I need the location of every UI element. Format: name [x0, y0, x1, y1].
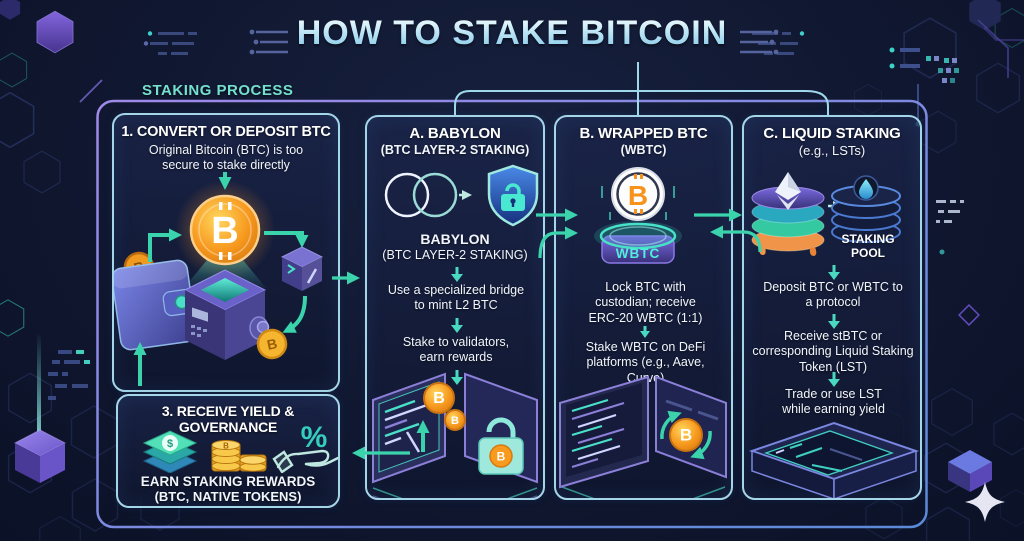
option-box-wrapped: B. WRAPPED BTC (WBTC) B WBTC Lock BTC wi…	[554, 115, 733, 500]
code-panel	[559, 375, 649, 489]
yield-icons: $ B %	[142, 421, 338, 473]
convert-heading: 1. CONVERT OR DEPOSIT BTC	[121, 124, 331, 140]
down-arrow-icon	[451, 267, 463, 282]
convert-illustration: B	[114, 172, 324, 386]
btc-symbol: B	[211, 210, 238, 252]
down-arrow-icon	[828, 314, 840, 329]
babylon-icons	[384, 164, 539, 227]
babylon-subheading: (BTC LAYER-2 STAKING)	[380, 143, 530, 157]
liquid-step3: Trade or use LST while earning yield	[782, 387, 885, 417]
btc-symbol: B	[680, 426, 692, 445]
lst-stack-icon	[751, 172, 825, 256]
down-arrow-icon	[451, 318, 463, 333]
coin-stack-icon: B	[211, 440, 267, 472]
wrapped-step1: Lock BTC with custodian; receive ERC-20 …	[588, 280, 703, 325]
wbtc-label: WBTC	[616, 246, 661, 261]
section-label: STAKING PROCESS	[142, 82, 294, 99]
title-bar: HOW TO STAKE BITCOIN	[0, 14, 1024, 53]
btc-symbol: B	[451, 415, 459, 427]
option-box-liquid: C. LIQUID STAKING (e.g., LSTs)	[742, 115, 922, 500]
btc-symbol: B	[223, 442, 229, 451]
step-box-convert: 1. CONVERT OR DEPOSIT BTC Original Bitco…	[112, 113, 340, 392]
cube-decor-bottom-left	[13, 332, 67, 483]
btc-symbol: B	[497, 450, 506, 464]
down-arrow-icon	[828, 372, 840, 387]
babylon-step1: Use a specialized bridge to mint L2 BTC	[387, 283, 525, 313]
dollar-symbol: $	[167, 438, 173, 450]
reward-line2: (BTC, NATIVE TOKENS)	[154, 489, 302, 504]
wbtc-coin-icon: B	[611, 167, 665, 221]
circuit-flank-left-icon	[249, 29, 288, 55]
liquid-step2: Receive stBTC or corresponding Liquid St…	[752, 329, 914, 374]
babylon-bottom-illustration: B B B	[372, 372, 538, 498]
sparkle-icon	[965, 482, 1005, 522]
down-arrow-icon	[640, 326, 650, 338]
options-bracket	[454, 62, 829, 117]
liquid-heading: C. LIQUID STAKING	[763, 125, 901, 142]
babylon-label-sub: (BTC LAYER-2 STAKING)	[382, 248, 528, 262]
btc-symbol: B	[433, 390, 445, 407]
cash-stack-icon: $	[142, 430, 198, 473]
contract-cube-icon	[280, 246, 324, 291]
reward-line1: EARN STAKING REWARDS	[140, 474, 316, 489]
percent-symbol: %	[301, 421, 328, 454]
wrapped-subheading: (WBTC)	[620, 143, 667, 157]
circuit-flank-right-icon	[740, 29, 779, 55]
token-circles-icon	[384, 172, 458, 218]
down-arrow-icon	[828, 265, 840, 280]
percent-hand-icon: %	[272, 421, 338, 473]
babylon-step2: Stake to validators, earn rewards	[402, 335, 510, 365]
wrapped-bottom-illustration: B	[559, 375, 727, 498]
wbtc-pedestal-icon: B WBTC	[594, 167, 682, 264]
step-box-yield: 3. RECEIVE YIELD & GOVERNANCE $ B	[116, 394, 340, 508]
cube-decor-bottom-right	[948, 450, 992, 492]
liquid-bottom-illustration	[748, 421, 920, 498]
babylon-heading: A. BABYLON	[409, 125, 501, 142]
wrapped-heading: B. WRAPPED BTC	[579, 125, 708, 142]
page-title: HOW TO STAKE BITCOIN	[0, 14, 1024, 53]
shield-lock-icon	[487, 164, 539, 227]
staking-pool-label: STAKING POOL	[841, 232, 895, 260]
server-slab	[748, 421, 920, 498]
btc-symbol: B	[628, 180, 648, 211]
babylon-label: BABYLON	[420, 231, 490, 247]
liquid-subheading: (e.g., LSTs)	[798, 143, 866, 158]
option-box-babylon: A. BABYLON (BTC LAYER-2 STAKING) BABYLON…	[365, 115, 545, 500]
liquid-step1: Deposit BTC or WBTC to a protocol	[763, 280, 903, 310]
bitcoin-coin-icon: B	[189, 194, 261, 266]
